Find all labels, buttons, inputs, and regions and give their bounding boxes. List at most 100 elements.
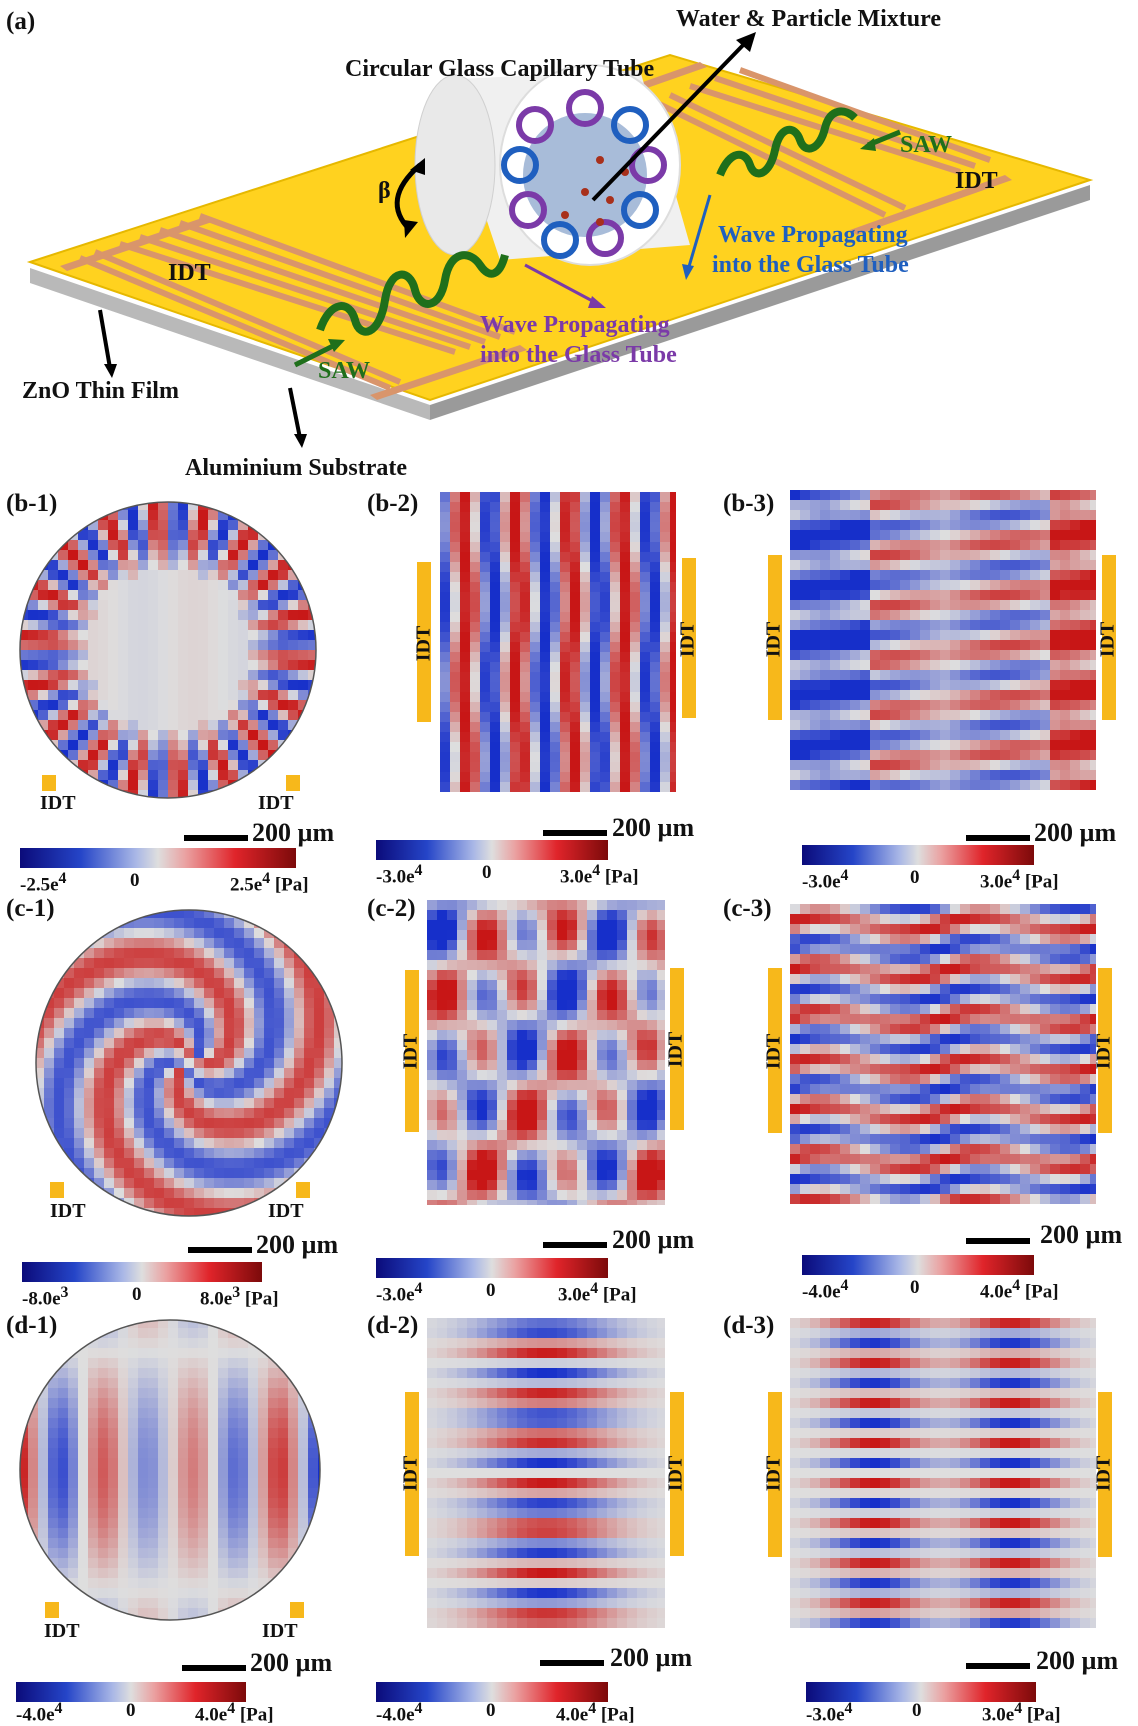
panel-b3-label: (b-3) bbox=[723, 490, 774, 518]
panel-b1-field bbox=[18, 500, 318, 800]
colorbar bbox=[802, 845, 1034, 865]
idt-text: IDT bbox=[399, 1456, 422, 1492]
scale-bar bbox=[543, 830, 607, 836]
idt-text: IDT bbox=[762, 1456, 785, 1492]
panel-b3-field bbox=[790, 490, 1096, 790]
idt-text: IDT bbox=[268, 1200, 304, 1223]
panel-b2-field bbox=[440, 492, 676, 792]
colorbar-min: -2.5e4 bbox=[20, 870, 66, 896]
colorbar-zero: 0 bbox=[910, 867, 920, 889]
wave-blue-line2: into the Glass Tube bbox=[712, 252, 909, 279]
scale-bar bbox=[182, 1665, 246, 1671]
colorbar-max: 3.0e4 [Pa] bbox=[560, 862, 639, 888]
idt-text: IDT bbox=[676, 622, 699, 658]
idt-marker-left bbox=[45, 1602, 59, 1618]
idt-text: IDT bbox=[762, 1034, 785, 1070]
colorbar-zero: 0 bbox=[132, 1284, 142, 1306]
idt-marker-left bbox=[42, 775, 56, 791]
scale-bar bbox=[540, 1660, 604, 1666]
idt-marker-right bbox=[296, 1182, 310, 1198]
scale-bar-text: 200 µm bbox=[1036, 1646, 1118, 1676]
idt-text: IDT bbox=[664, 1032, 687, 1068]
colorbar-min: -3.0e4 bbox=[806, 1700, 852, 1726]
colorbar-min: -4.0e4 bbox=[16, 1700, 62, 1726]
colorbar-max: 3.0e4 [Pa] bbox=[982, 1700, 1061, 1726]
scale-bar-text: 200 µm bbox=[610, 1643, 692, 1673]
colorbar bbox=[20, 848, 296, 868]
colorbar-min: -8.0e3 bbox=[22, 1284, 68, 1310]
saw-right-label: SAW bbox=[900, 132, 952, 159]
scale-bar-text: 200 µm bbox=[612, 1225, 694, 1255]
idt-text: IDT bbox=[40, 792, 76, 815]
panel-d2-label: (d-2) bbox=[367, 1312, 418, 1340]
panel-d3-field bbox=[790, 1318, 1096, 1628]
wave-purple-line2: into the Glass Tube bbox=[480, 342, 677, 369]
scale-bar-text: 200 µm bbox=[612, 813, 694, 843]
colorbar bbox=[802, 1255, 1034, 1275]
idt-text: IDT bbox=[258, 792, 294, 815]
beta-label: β bbox=[378, 178, 391, 205]
capillary-label: Circular Glass Capillary Tube bbox=[345, 56, 654, 83]
substrate-label: Aluminium Substrate bbox=[185, 455, 407, 482]
colorbar-zero: 0 bbox=[482, 862, 492, 884]
colorbar-max: 8.0e3 [Pa] bbox=[200, 1284, 279, 1310]
scale-bar bbox=[184, 835, 248, 841]
colorbar bbox=[376, 1682, 608, 1702]
idt-text: IDT bbox=[1092, 1456, 1115, 1492]
scale-bar bbox=[966, 1238, 1030, 1244]
colorbar-zero: 0 bbox=[910, 1277, 920, 1299]
idt-text: IDT bbox=[664, 1456, 687, 1492]
colorbar-max: 3.0e4 [Pa] bbox=[558, 1280, 637, 1306]
scale-bar-text: 200 µm bbox=[250, 1648, 332, 1678]
idt-right-label: IDT bbox=[955, 168, 998, 195]
panel-c3-field bbox=[790, 904, 1096, 1204]
scale-bar bbox=[966, 835, 1030, 841]
idt-marker-right bbox=[286, 775, 300, 791]
colorbar-zero: 0 bbox=[486, 1280, 496, 1302]
colorbar-zero: 0 bbox=[912, 1700, 922, 1722]
idt-text: IDT bbox=[1096, 622, 1119, 658]
colorbar bbox=[376, 840, 608, 860]
scale-bar bbox=[188, 1247, 252, 1253]
wave-blue-line1: Wave Propagating bbox=[718, 222, 908, 249]
colorbar-min: -4.0e4 bbox=[802, 1277, 848, 1303]
idt-text: IDT bbox=[1092, 1034, 1115, 1070]
colorbar bbox=[16, 1682, 246, 1702]
colorbar-max: 4.0e4 [Pa] bbox=[195, 1700, 274, 1726]
idt-marker-right bbox=[290, 1602, 304, 1618]
colorbar-min: -4.0e4 bbox=[376, 1700, 422, 1726]
panel-c1-field bbox=[34, 908, 344, 1218]
colorbar bbox=[22, 1262, 262, 1282]
colorbar bbox=[376, 1258, 608, 1278]
scale-bar-text: 200 µm bbox=[252, 818, 334, 848]
saw-left-label: SAW bbox=[318, 358, 370, 385]
colorbar bbox=[806, 1682, 1036, 1702]
panel-c2-field bbox=[427, 900, 665, 1205]
panel-d3-label: (d-3) bbox=[723, 1312, 774, 1340]
colorbar-max: 3.0e4 [Pa] bbox=[980, 867, 1059, 893]
colorbar-min: -3.0e4 bbox=[376, 862, 422, 888]
idt-text: IDT bbox=[762, 622, 785, 658]
scale-bar-text: 200 µm bbox=[1034, 818, 1116, 848]
panel-b2-label: (b-2) bbox=[367, 490, 418, 518]
idt-text: IDT bbox=[412, 626, 435, 662]
colorbar-max: 4.0e4 [Pa] bbox=[980, 1277, 1059, 1303]
idt-text: IDT bbox=[399, 1034, 422, 1070]
colorbar-max: 2.5e4 [Pa] bbox=[230, 870, 309, 896]
idt-text: IDT bbox=[262, 1620, 298, 1643]
scale-bar-text: 200 µm bbox=[1040, 1220, 1122, 1250]
panel-d1-field bbox=[18, 1318, 322, 1622]
colorbar-zero: 0 bbox=[486, 1700, 496, 1722]
colorbar-min: -3.0e4 bbox=[802, 867, 848, 893]
scale-bar-text: 200 µm bbox=[256, 1230, 338, 1260]
colorbar-max: 4.0e4 [Pa] bbox=[556, 1700, 635, 1726]
panel-d2-field bbox=[427, 1318, 665, 1628]
colorbar-min: -3.0e4 bbox=[376, 1280, 422, 1306]
idt-text: IDT bbox=[50, 1200, 86, 1223]
scale-bar bbox=[543, 1242, 607, 1248]
idt-marker-left bbox=[50, 1182, 64, 1198]
colorbar-zero: 0 bbox=[130, 870, 140, 892]
idt-text: IDT bbox=[44, 1620, 80, 1643]
water-mixture-label: Water & Particle Mixture bbox=[676, 6, 941, 33]
colorbar-zero: 0 bbox=[126, 1700, 136, 1722]
